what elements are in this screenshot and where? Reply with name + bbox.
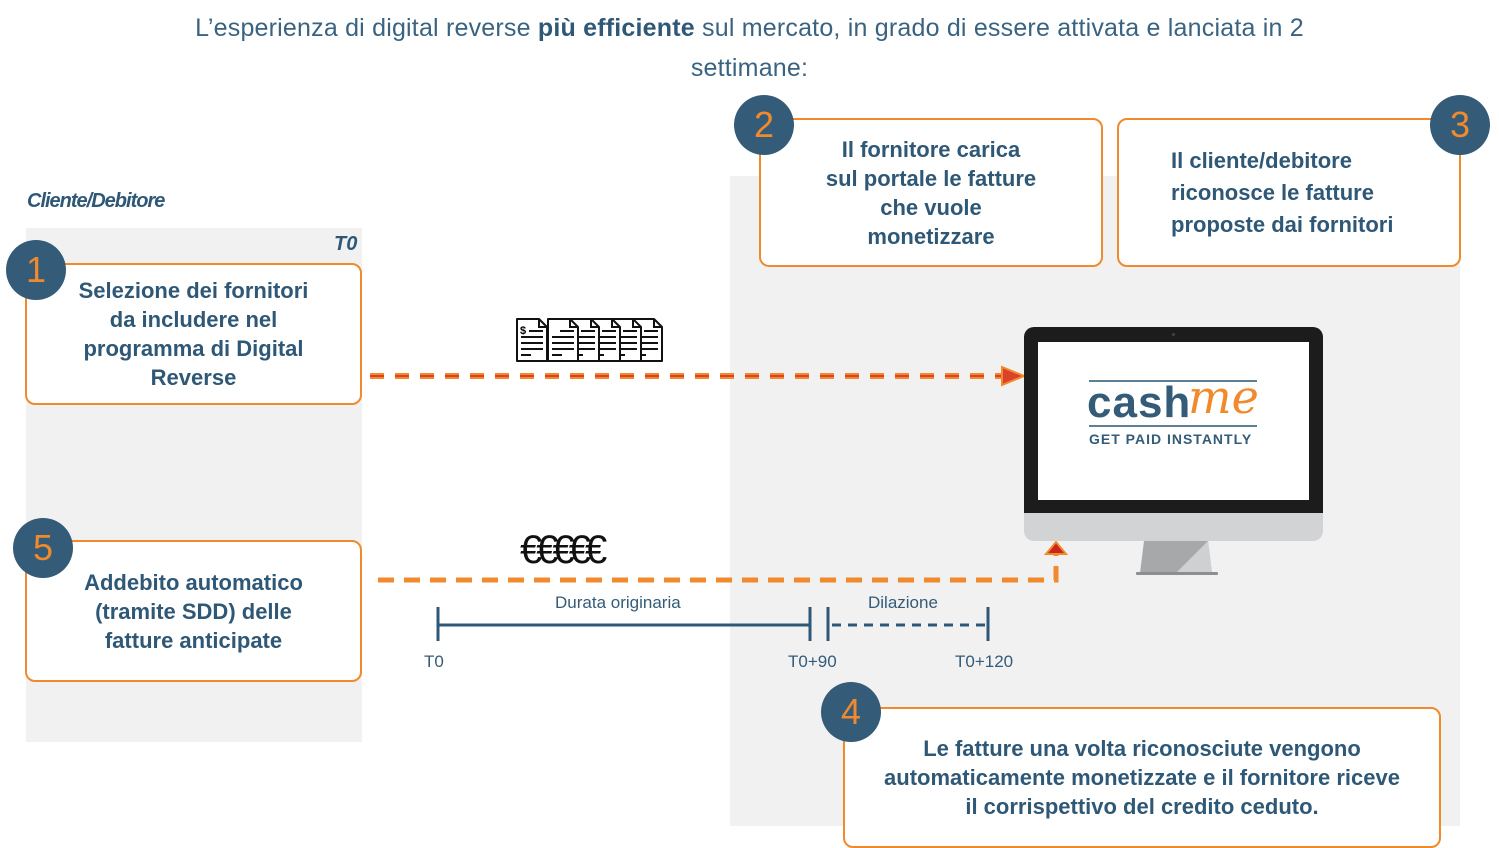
- timeline: [436, 607, 990, 641]
- monitor-stand: [1136, 541, 1218, 575]
- step-1-box: Selezione dei fornitori da includere nel…: [25, 263, 362, 405]
- euro-symbols: €€€€€: [520, 528, 607, 572]
- logo-cash: cash: [1087, 378, 1192, 427]
- camera-dot: [1172, 333, 1175, 336]
- step-2-box: Il fornitore carica sul portale le fattu…: [759, 118, 1103, 267]
- step-5-badge: 5: [13, 518, 73, 578]
- monitor-chin: [1024, 513, 1323, 541]
- page-title: L’esperienza di digital reverse più effi…: [0, 8, 1499, 88]
- step-4-box: Le fatture una volta riconosciute vengon…: [843, 707, 1441, 848]
- logo-tagline: GET PAID INSTANTLY: [1089, 431, 1253, 447]
- svg-text:$: $: [520, 325, 526, 337]
- logo-bottom-rule: [1089, 425, 1257, 427]
- segment-label-extension: Dilazione: [868, 593, 938, 612]
- step-4-badge: 4: [821, 682, 881, 742]
- tick-label-t0-90: T0+90: [788, 652, 837, 671]
- title-emphasis: più efficiente: [537, 14, 695, 42]
- title-line-1: L’esperienza di digital reverse più effi…: [195, 14, 1304, 42]
- invoice-dollar-icon: $: [516, 318, 548, 362]
- lane-label: Cliente/Debitore: [27, 190, 165, 212]
- time-marker-t0: T0: [334, 233, 358, 255]
- return-dashed-line: [378, 554, 1059, 583]
- arrowhead-right-icon: [1001, 365, 1027, 387]
- arrowhead-up-icon: [1043, 540, 1069, 555]
- portal-monitor: cash me GET PAID INSTANTLY: [1024, 327, 1323, 577]
- step-3-badge: 3: [1430, 95, 1490, 155]
- arrow-to-portal: [370, 365, 1027, 387]
- segment-label-original: Durata originaria: [555, 593, 681, 612]
- tick-label-t0: T0: [424, 652, 444, 671]
- logo-me-script: me: [1188, 370, 1259, 424]
- step-1-badge: 1: [6, 240, 66, 300]
- step-5-box: Addebito automatico (tramite SDD) delle …: [25, 540, 362, 682]
- logo-top-rule: [1089, 380, 1257, 382]
- step-2-badge: 2: [734, 95, 794, 155]
- invoice-icons: $: [516, 318, 663, 362]
- invoice-icon: [547, 318, 579, 362]
- arrow-from-portal: [378, 540, 1069, 583]
- title-line-2: settimane:: [690, 54, 809, 82]
- monitor-screen: cash me GET PAID INSTANTLY: [1038, 342, 1309, 500]
- step-3-box: Il cliente/debitore riconosce le fatture…: [1117, 118, 1461, 267]
- tick-label-t0-120: T0+120: [955, 652, 1014, 671]
